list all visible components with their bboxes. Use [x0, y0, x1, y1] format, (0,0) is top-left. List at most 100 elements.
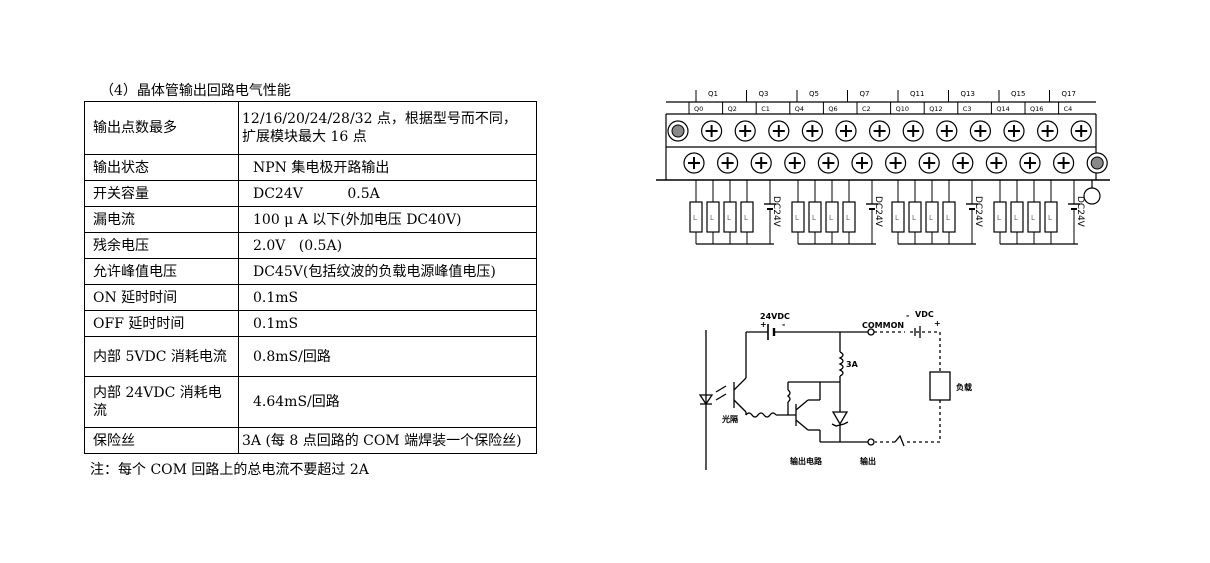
terminal-screw-icon — [750, 152, 772, 174]
load-letter: L — [744, 214, 748, 222]
load-resistor: L — [908, 201, 922, 233]
supply-label: DC24V — [1075, 196, 1085, 228]
load-letter: L — [1031, 214, 1035, 222]
terminal-screw-icon — [700, 120, 723, 142]
fuse-label: 3A — [846, 360, 859, 369]
row-value: 100 μ A 以下(外加电压 DC40V) — [238, 206, 537, 233]
row-key: 开关容量 — [84, 180, 239, 207]
minus-sign: - — [782, 320, 785, 329]
output-circuit-diagram: 24VDC + - COMMON - VDC + 3A 负载 光隔 输出电路 输… — [698, 310, 972, 470]
supply-label: 24VDC — [760, 312, 790, 321]
supply-label: DC24V — [973, 196, 983, 228]
opto-label: 光隔 — [721, 414, 738, 424]
terminal-label-top: Q5 — [809, 90, 819, 98]
terminal-label-top: Q15 — [1011, 90, 1025, 98]
terminal-screw-icon — [734, 120, 756, 142]
terminal-screw-icon — [1053, 152, 1075, 174]
zener-icon — [831, 411, 849, 426]
load-resistor: L — [723, 201, 737, 233]
row-value: 4.64mS/回路 — [238, 376, 537, 428]
load-letter: L — [912, 214, 916, 222]
table-row: 保险丝 3A (每 8 点回路的 COM 端焊装一个保险丝) — [84, 427, 537, 454]
table-row: OFF 延时时间 0.1mS — [84, 310, 537, 337]
table-row: 残余电压 2.0V (0.5A) — [84, 232, 537, 259]
terminal-label-bottom: Q0 — [694, 105, 703, 113]
terminal-screw-icon — [936, 120, 958, 142]
terminal-label-bottom: C2 — [862, 105, 871, 113]
terminal-label-bottom: C1 — [761, 105, 770, 113]
terminal-screw-icon — [817, 152, 839, 174]
load-letter: L — [895, 214, 899, 222]
terminal-label-top: Q17 — [1062, 90, 1076, 98]
terminal-screw-icon — [851, 152, 873, 174]
terminal-label-bottom: Q14 — [996, 105, 1009, 113]
terminal-screw-icon — [952, 152, 974, 174]
terminal-screw-icon — [885, 152, 907, 174]
terminal-label-top: Q7 — [860, 90, 870, 98]
load-letter: L — [710, 214, 714, 222]
load-resistor: L — [942, 201, 956, 233]
table-caption: （4）晶体管输出回路电气性能 — [100, 83, 291, 99]
output-label: 输出 — [860, 456, 876, 466]
load-resistor: L — [1027, 201, 1041, 233]
supply-label: DC24V — [873, 196, 883, 228]
terminal-screw-icon — [969, 120, 991, 142]
load-letter: L — [693, 214, 697, 222]
load-letter: L — [829, 214, 833, 222]
load-resistor: L — [842, 201, 856, 233]
terminal-label-top: Q11 — [910, 90, 924, 98]
load-letter: L — [1048, 214, 1052, 222]
terminal-screw-icon — [918, 152, 940, 174]
row-key: 漏电流 — [84, 206, 239, 233]
vdc-label: VDC — [915, 310, 934, 319]
plus-sign: + — [934, 319, 941, 328]
load-letter: L — [929, 214, 933, 222]
load-letter: L — [946, 214, 950, 222]
load-letter: L — [727, 214, 731, 222]
row-key: ON 延时时间 — [84, 284, 239, 311]
row-value: 0.8mS/回路 — [238, 336, 537, 377]
minus-sign: - — [906, 311, 909, 320]
row-key: 残余电压 — [84, 232, 239, 259]
row-value: 12/16/20/24/28/32 点，根据型号而不同，扩展模块最大 16 点 — [238, 101, 537, 155]
row-key: 允许峰值电压 — [84, 258, 239, 285]
terminal-screw-icon — [667, 120, 689, 142]
load-resistor: L — [689, 201, 703, 233]
load-letter: L — [812, 214, 816, 222]
terminal-screw-icon — [835, 120, 857, 142]
terminal-label-top: Q13 — [961, 90, 975, 98]
load-resistor: L — [808, 201, 822, 233]
terminal-label-bottom: Q6 — [828, 105, 837, 113]
load-letter: L — [1014, 214, 1018, 222]
row-key: OFF 延时时间 — [84, 310, 239, 337]
terminal-screw-icon — [902, 120, 924, 142]
fuse-icon — [838, 351, 844, 377]
common-label: COMMON — [862, 321, 904, 330]
table-row: 输出状态 NPN 集电极开路输出 — [84, 154, 537, 181]
terminal-screw-icon — [1003, 120, 1025, 142]
load-label: 负载 — [956, 382, 972, 392]
terminal-screw-icon — [801, 120, 823, 142]
terminal-label-bottom: C3 — [963, 105, 972, 113]
load-letter: L — [997, 214, 1001, 222]
row-value: 0.1mS — [238, 284, 537, 311]
table-row: ON 延时时间 0.1mS — [84, 284, 537, 311]
output-circuit-label: 输出电路 — [790, 456, 823, 466]
footnote: 注：每个 COM 回路上的总电流不要超过 2A — [90, 462, 369, 478]
load-resistor: L — [791, 201, 805, 233]
row-key: 内部 5VDC 消耗电流 — [84, 336, 239, 377]
plus-sign: + — [760, 320, 767, 329]
load-box — [929, 371, 951, 401]
load-letter: L — [846, 214, 850, 222]
terminal-label-bottom: Q12 — [929, 105, 942, 113]
terminal-label-bottom: Q16 — [1030, 105, 1043, 113]
terminal-screw-icon — [1086, 152, 1108, 174]
terminal-screw-icon — [683, 152, 705, 174]
load-resistor: L — [825, 201, 839, 233]
row-value: DC45V(包括纹波的负载电源峰值电压) — [238, 258, 537, 285]
table-row: 允许峰值电压 DC45V(包括纹波的负载电源峰值电压) — [84, 258, 537, 285]
terminal-screw-icon — [1070, 120, 1092, 142]
load-resistor: L — [1044, 201, 1058, 233]
terminal-label-bottom: Q2 — [728, 105, 737, 113]
